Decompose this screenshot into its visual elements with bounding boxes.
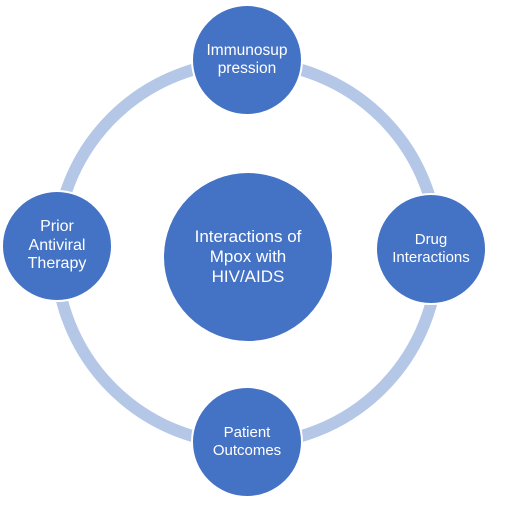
center-node-label: Interactions of Mpox with HIV/AIDS	[194, 226, 302, 287]
node-drug-interactions: Drug Interactions	[375, 193, 487, 305]
node-patient-outcomes: Patient Outcomes	[191, 386, 303, 498]
node-prior-antiviral-therapy-label: Prior Antiviral Therapy	[27, 217, 87, 273]
node-drug-interactions-label: Drug Interactions	[392, 231, 470, 266]
node-immunosuppression: Immunosup pression	[191, 4, 303, 116]
node-patient-outcomes-label: Patient Outcomes	[212, 424, 282, 459]
node-immunosuppression-label: Immunosup pression	[206, 41, 288, 77]
node-prior-antiviral-therapy: Prior Antiviral Therapy	[1, 190, 113, 302]
center-node-interactions: Interactions of Mpox with HIV/AIDS	[162, 171, 334, 343]
